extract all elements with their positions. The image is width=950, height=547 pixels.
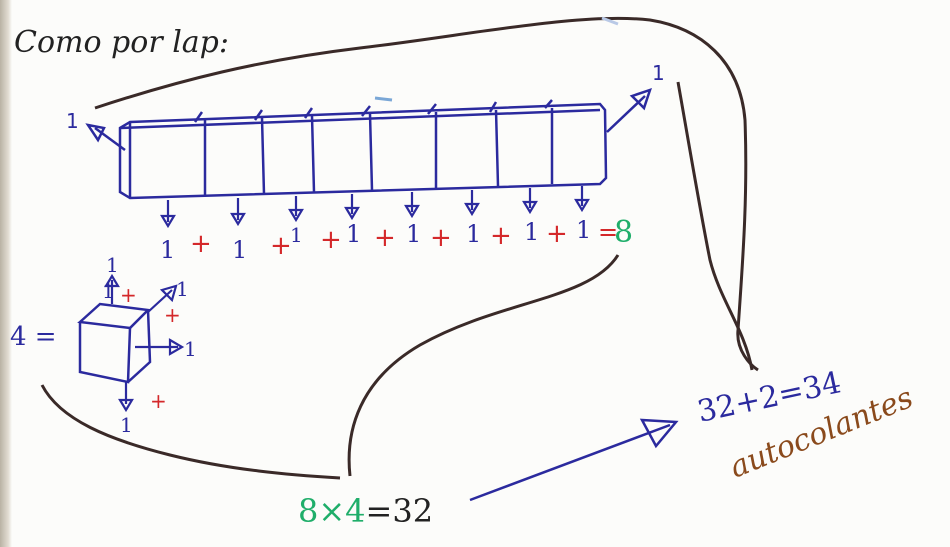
cube-plus: + [150, 389, 167, 413]
row-one: 1 [406, 220, 421, 248]
row-one: 1 [576, 216, 591, 244]
row-one: 1 [346, 220, 361, 248]
outline-curve-inner [676, 81, 754, 371]
cube-arrows [104, 273, 185, 413]
row-plus: + [374, 223, 396, 253]
product-factor-b: ×4 [318, 492, 365, 530]
pen-mark [601, 16, 619, 26]
product-result: =32 [366, 492, 434, 530]
cube-label: 1 [106, 253, 119, 277]
right-arrow-icon [606, 88, 652, 133]
cube-label: 1 [102, 279, 115, 303]
left-arrow-icon [85, 123, 126, 152]
row-plus: + [490, 221, 512, 251]
row-total: 8 [614, 215, 633, 250]
row-plus: + [270, 231, 292, 261]
long-arrow-icon [469, 418, 679, 502]
pen-mark [374, 96, 393, 102]
cube-label: 1 [184, 337, 197, 361]
cube-icon [77, 302, 152, 384]
heading-text: Como por lap: [14, 25, 229, 60]
cube-plus: + [164, 303, 181, 327]
cube-left-label: 4 = [10, 322, 57, 352]
down-arrows [160, 186, 590, 229]
left-arrow-label: 1 [66, 109, 79, 133]
row-plus: + [430, 223, 452, 253]
row-equals: = [598, 218, 618, 246]
product-equation: 8×4=32 [298, 492, 433, 530]
product-factor-a: 8 [298, 492, 318, 530]
connector-curve [347, 254, 620, 477]
box-row [118, 99, 608, 200]
row-plus: + [320, 225, 342, 255]
row-one: 1 [160, 236, 175, 264]
right-arrow-label: 1 [652, 61, 665, 85]
row-one: 1 [524, 218, 539, 246]
outline-curve-bottom [40, 384, 341, 480]
cube-label: 1 [120, 413, 133, 437]
outline-curve-top [94, 16, 759, 372]
cube-plus: + [120, 283, 137, 307]
row-one: 1 [232, 236, 247, 264]
row-one: 1 [290, 223, 303, 247]
cube-label: 1 [176, 277, 189, 301]
row-plus: + [546, 219, 568, 249]
row-one: 1 [466, 220, 481, 248]
paper-edge-shadow [0, 0, 12, 547]
row-plus: + [190, 229, 212, 259]
